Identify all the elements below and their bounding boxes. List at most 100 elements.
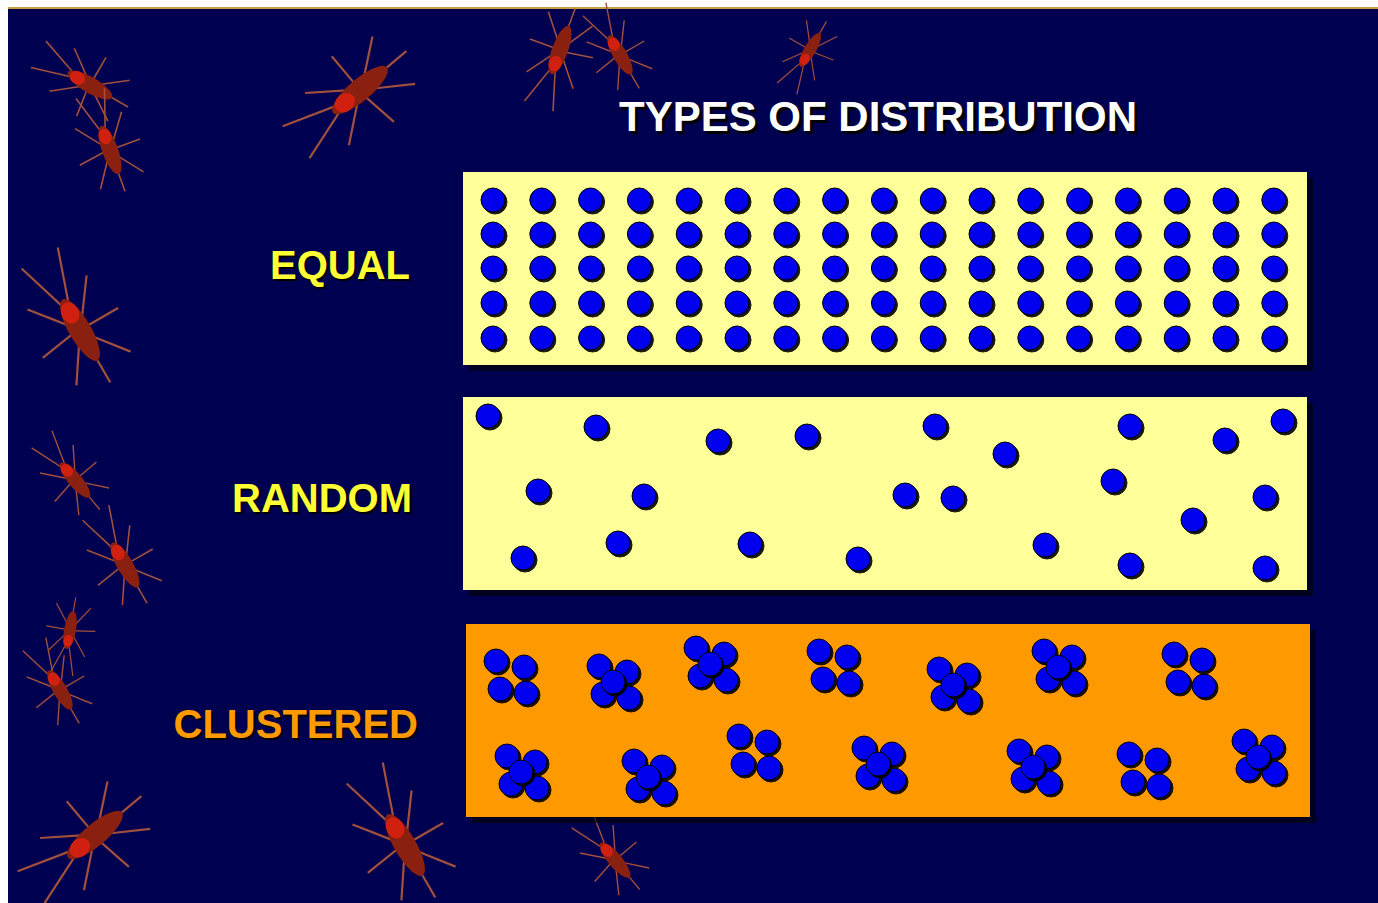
dot (1262, 326, 1286, 350)
dot (1262, 222, 1286, 246)
dot (1067, 326, 1091, 350)
dot (1033, 533, 1057, 557)
dot (725, 326, 749, 350)
distribution-label: EQUAL (270, 245, 410, 285)
dot (1164, 291, 1188, 315)
dot (481, 291, 505, 315)
dot (530, 291, 554, 315)
dot (676, 256, 700, 280)
dot (1192, 674, 1216, 698)
insect (324, 752, 474, 903)
dot (1213, 291, 1237, 315)
dot (1253, 556, 1277, 580)
dot (579, 256, 603, 280)
dot (1115, 291, 1139, 315)
distribution-label: CLUSTERED (174, 704, 418, 744)
dot (1213, 222, 1237, 246)
dot (1164, 326, 1188, 350)
dot (1046, 655, 1070, 679)
dot (636, 765, 660, 789)
dot (871, 291, 895, 315)
dot (920, 188, 944, 212)
insect (19, 422, 121, 529)
dot (725, 222, 749, 246)
dot (1115, 326, 1139, 350)
dot (1164, 256, 1188, 280)
dot (1021, 755, 1045, 779)
dot (1115, 222, 1139, 246)
dot (725, 291, 749, 315)
dot (738, 532, 762, 556)
dot (1213, 326, 1237, 350)
dot (969, 188, 993, 212)
dot (823, 188, 847, 212)
insect (269, 17, 437, 178)
dot (579, 188, 603, 212)
dot (920, 326, 944, 350)
dot (871, 222, 895, 246)
dot (774, 256, 798, 280)
insect (4, 762, 172, 903)
dot (923, 414, 947, 438)
dot (1164, 188, 1188, 212)
distribution-label: RANDOM (232, 478, 412, 518)
insect (0, 237, 148, 406)
dot (481, 326, 505, 350)
dot (823, 326, 847, 350)
dot (676, 188, 700, 212)
insect (767, 9, 849, 101)
dot (632, 484, 656, 508)
dot (969, 291, 993, 315)
dot (584, 415, 608, 439)
dot (1018, 188, 1042, 212)
dot (481, 188, 505, 212)
dot (1067, 222, 1091, 246)
dot (757, 756, 781, 780)
dot (484, 649, 508, 673)
dot (1018, 256, 1042, 280)
dot (807, 639, 831, 663)
slide-title: TYPES OF DISTRIBUTION (619, 96, 1137, 138)
dot (823, 291, 847, 315)
dot (823, 222, 847, 246)
dot (627, 222, 651, 246)
dot (1018, 222, 1042, 246)
background (8, 8, 1378, 903)
top-rule (8, 7, 1378, 9)
dot (1121, 770, 1145, 794)
insect (21, 27, 144, 136)
dot (1262, 291, 1286, 315)
dot (725, 256, 749, 280)
dot (706, 429, 730, 453)
dot (1118, 414, 1142, 438)
dot (1246, 745, 1270, 769)
insect (58, 83, 155, 203)
dot (579, 326, 603, 350)
dot (893, 483, 917, 507)
dot (823, 256, 847, 280)
dots (476, 188, 1295, 805)
dot (530, 256, 554, 280)
dot (727, 724, 751, 748)
dot (871, 188, 895, 212)
dot (1262, 188, 1286, 212)
dot (1181, 508, 1205, 532)
dot (774, 222, 798, 246)
dot (920, 222, 944, 246)
dot (1213, 428, 1237, 452)
dot (969, 256, 993, 280)
dot (941, 673, 965, 697)
dot (1145, 748, 1169, 772)
dot (627, 291, 651, 315)
dot (526, 479, 550, 503)
dot (627, 188, 651, 212)
dot (509, 760, 533, 784)
dot (511, 546, 535, 570)
random-panel (463, 397, 1307, 590)
dot (512, 655, 536, 679)
insect (8, 631, 103, 739)
dot (1067, 291, 1091, 315)
dot (774, 326, 798, 350)
dot (920, 256, 944, 280)
dot (476, 404, 500, 428)
